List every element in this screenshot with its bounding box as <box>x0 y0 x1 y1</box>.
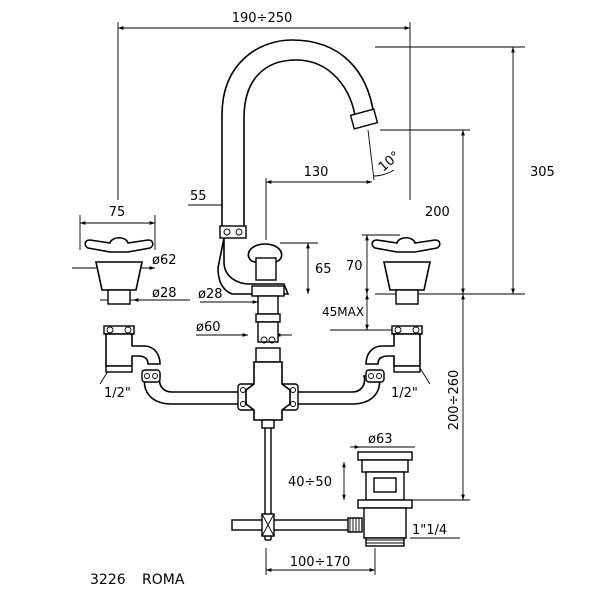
right-valve <box>365 236 441 373</box>
label-spout-outlet-height: 200 <box>425 205 450 220</box>
label-spout-offset: 55 <box>190 189 207 204</box>
label-spout-reach: 130 <box>304 165 329 180</box>
label-thread-right: 1/2" <box>391 386 418 401</box>
label-waste-range: 40÷50 <box>288 475 332 490</box>
label-height-above-deck: 305 <box>530 165 555 180</box>
label-waste-diameter: ø63 <box>368 432 393 447</box>
label-waste-thread: 1"1/4 <box>412 523 447 538</box>
label-thread-left: 1/2" <box>104 386 131 401</box>
label-handle-diameter: ø62 <box>152 253 177 268</box>
label-base-diameter: ø60 <box>196 320 221 335</box>
caption-model-name: ROMA <box>142 572 185 588</box>
dimension-lines <box>72 22 525 575</box>
label-knob-height: 65 <box>315 262 332 277</box>
label-rod-range: 100÷170 <box>290 555 351 570</box>
label-handle-width: 75 <box>109 205 126 220</box>
drawing-caption: 3226 ROMA <box>90 572 185 588</box>
waste-assembly <box>347 451 413 547</box>
label-spout-base-diameter: ø28 <box>198 287 223 302</box>
spout <box>217 39 379 363</box>
label-stem-diameter-left: ø28 <box>152 286 177 301</box>
left-valve <box>84 236 161 373</box>
connecting-hoses <box>141 361 385 421</box>
caption-model-number: 3226 <box>90 572 126 588</box>
label-spout-angle: 10° <box>376 149 403 175</box>
label-handle-height: 70 <box>346 259 363 274</box>
label-overall-width: 190÷250 <box>232 11 293 26</box>
label-deck-thickness: 45MAX <box>322 305 364 319</box>
label-below-deck: 200÷260 <box>447 370 462 431</box>
dimension-labels: 190÷250 75 ø62 ø28 55 130 10° 305 200 65… <box>104 11 555 570</box>
